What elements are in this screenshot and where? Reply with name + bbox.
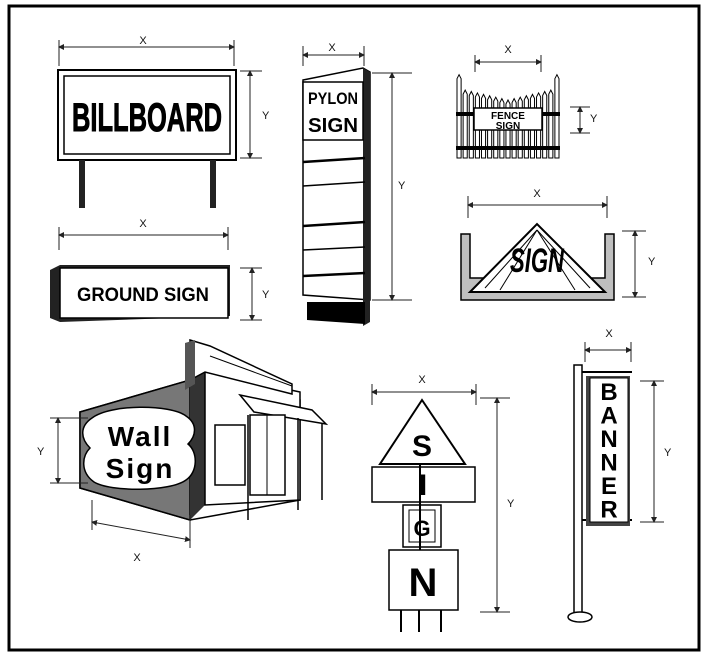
stacked-letter-g: G (413, 516, 430, 541)
pylon-x-label: X (328, 42, 336, 54)
fence-picket (468, 90, 474, 159)
fence-picket (542, 90, 548, 159)
banner-letter: N (600, 426, 617, 453)
fence-picket (548, 89, 554, 159)
stacked-letter-n: N (409, 561, 438, 605)
pylon-line1: PYLON (308, 89, 358, 108)
stacked-sign: X S I G N Y (371, 374, 515, 632)
banner-letter: B (600, 379, 617, 406)
billboard-y-label: Y (262, 110, 270, 122)
fence-line1: FENCE (491, 111, 525, 122)
wall-y-label: Y (37, 446, 45, 458)
billboard-sign: X BILLBOARD Y (57, 35, 270, 208)
wall-x-label: X (133, 552, 141, 564)
billboard-text: BILLBOARD (72, 96, 222, 140)
stacked-letter-i: I (419, 469, 427, 502)
ground-y-label: Y (262, 289, 270, 301)
wall-line2: Sign (106, 453, 175, 484)
wall-line1: Wall (108, 421, 173, 452)
fence-x-label: X (504, 44, 512, 56)
banner-letter: R (600, 497, 617, 524)
stacked-y-label: Y (507, 498, 515, 510)
ground-x-label: X (139, 218, 147, 230)
pylon-sign: X PYLON SIGN Y (302, 42, 412, 326)
banner-y-label: Y (664, 447, 672, 459)
pylon-y-label: Y (398, 180, 406, 192)
fence-picket (462, 89, 468, 159)
banner-letter: A (600, 403, 617, 430)
stacked-x-label: X (418, 374, 426, 386)
fence-y-label: Y (590, 113, 598, 125)
fence-rail (456, 146, 560, 150)
banner-x-label: X (605, 328, 613, 340)
monument-sign: X SIGN Y (460, 188, 656, 301)
ground-sign: X GROUND SIGN Y (50, 218, 270, 322)
banner-letter: E (601, 473, 617, 500)
stacked-letter-s: S (412, 430, 432, 463)
fence-picket (456, 73, 462, 159)
fence-sign: X FENCE SIGN Y (456, 44, 598, 159)
fence-line2: SIGN (496, 121, 520, 132)
banner-letter: N (600, 450, 617, 477)
wall-sign: Wall Sign Y X (37, 338, 329, 564)
pylon-line2: SIGN (308, 115, 358, 137)
fence-picket (554, 73, 560, 159)
ground-sign-text: GROUND SIGN (77, 285, 209, 306)
monument-y-label: Y (648, 256, 656, 268)
monument-x-label: X (533, 188, 541, 200)
monument-text: SIGN (510, 242, 565, 280)
billboard-x-label: X (139, 35, 147, 47)
